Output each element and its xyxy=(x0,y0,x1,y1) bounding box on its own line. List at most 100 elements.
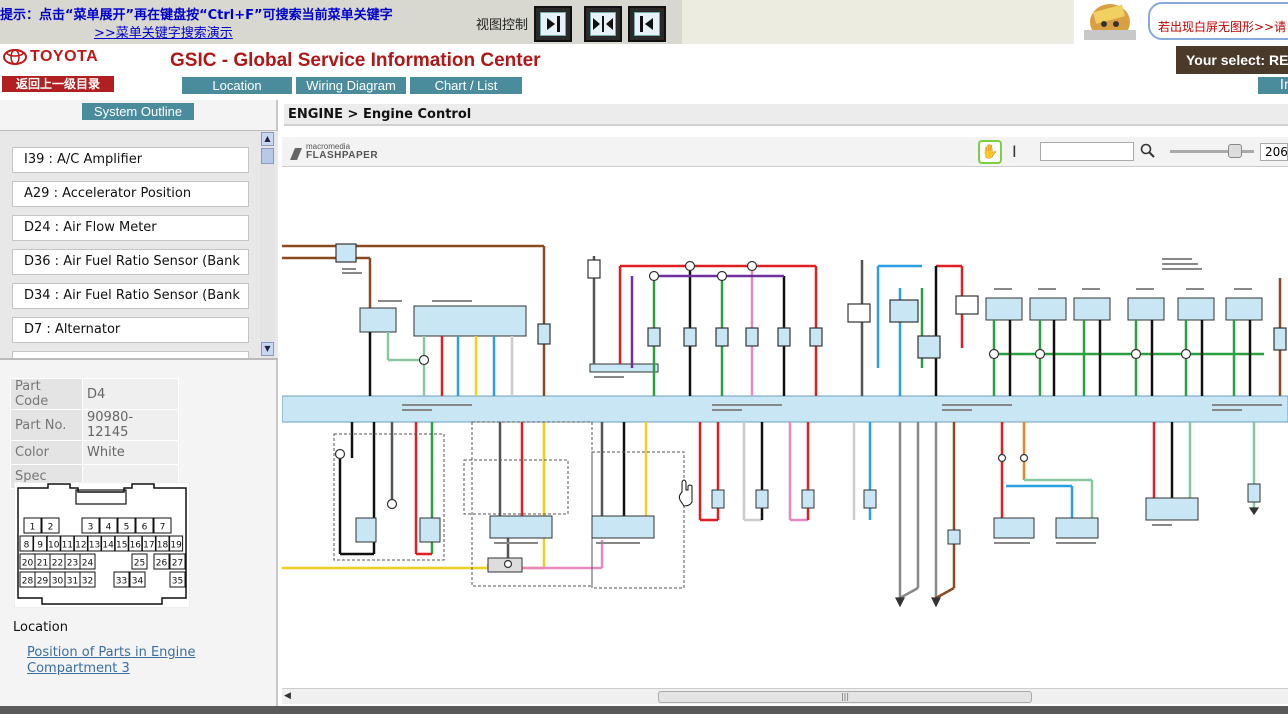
connector-pin-label: 28 xyxy=(22,577,34,587)
connector-pin xyxy=(81,517,100,534)
search-icon[interactable] xyxy=(1140,143,1156,159)
connector-pin-label: 1 xyxy=(30,523,36,533)
connector-pin xyxy=(114,535,129,552)
scroll-down-icon[interactable]: ▼ xyxy=(261,342,274,356)
connector-pin xyxy=(169,571,186,588)
flashpaper-brand: FLASHPAPER xyxy=(306,150,379,161)
connector-pin xyxy=(99,517,118,534)
tab-wiring-diagram[interactable]: Wiring Diagram xyxy=(296,77,406,94)
list-scrollbar[interactable]: ▲ ▼ xyxy=(260,132,275,358)
connector-pin-label: 33 xyxy=(116,577,127,587)
connector-pin xyxy=(153,517,172,534)
hand-cursor-icon xyxy=(678,479,693,507)
connector-pin-label: 13 xyxy=(89,541,100,551)
scroll-up-icon[interactable]: ▲ xyxy=(261,132,274,146)
white-screen-help-link[interactable]: 若出现白屏无图形>>请 xyxy=(1158,20,1287,34)
connector-pin-label: 27 xyxy=(172,559,183,569)
connector-pin xyxy=(33,535,48,552)
connector-pin xyxy=(79,571,96,588)
part-no-value: 90980-12145 xyxy=(82,409,179,441)
connector-pin xyxy=(41,517,60,534)
connector-pin-label: 9 xyxy=(37,541,43,551)
color-value: White xyxy=(82,440,179,465)
connector-pin-label: 17 xyxy=(143,541,154,551)
connector-pin xyxy=(141,535,156,552)
part-code-value: D4 xyxy=(82,378,179,410)
lower-nodes xyxy=(334,448,1029,569)
status-bar xyxy=(0,706,1288,714)
connector-pin-label: 25 xyxy=(134,559,145,569)
list-item[interactable]: D7 : Alternator xyxy=(12,317,249,343)
connector-pin xyxy=(23,517,42,534)
connector-pin xyxy=(155,535,170,552)
tab-chart-list[interactable]: Chart / List xyxy=(410,77,522,94)
connector-pin-label: 3 xyxy=(88,523,94,533)
breadcrumb: ENGINE > Engine Control xyxy=(284,104,1288,126)
flashpaper-toolbar xyxy=(282,137,1288,167)
connector-pin-label: 10 xyxy=(48,541,60,551)
connector-pin-label: 7 xyxy=(160,523,166,533)
scrollbar-thumb[interactable]: ||| xyxy=(658,691,1032,703)
lower-components xyxy=(355,483,1261,573)
connector-pin xyxy=(129,571,146,588)
connector-pin-label: 4 xyxy=(106,523,112,533)
part-code-label: Part Code xyxy=(10,378,83,410)
list-item[interactable]: D24 : Air Flow Meter xyxy=(12,215,249,241)
expand-left-button[interactable] xyxy=(628,6,666,42)
connector-pin xyxy=(19,535,34,552)
tab-location[interactable]: Location xyxy=(182,77,292,94)
text-select-icon[interactable]: I xyxy=(1012,142,1017,161)
list-item[interactable]: D36 : Air Fuel Ratio Sensor (Bank xyxy=(12,249,249,275)
upper-circuit xyxy=(282,244,1282,396)
back-to-parent-button[interactable]: 返回上一级目录 xyxy=(2,76,114,92)
search-hint-text: 提示：点击“菜单展开”再在键盘按“Ctrl+F”可搜索当前菜单关键字 xyxy=(0,8,393,23)
search-input[interactable] xyxy=(1040,142,1134,161)
zoom-level-field[interactable]: 206% xyxy=(1260,143,1288,161)
zoom-slider-track[interactable] xyxy=(1170,150,1254,153)
arrows-inward-icon xyxy=(593,16,613,32)
system-outline-button[interactable]: System Outline xyxy=(82,103,194,120)
connector-list: I39 : A/C Amplifier A29 : Accelerator Po… xyxy=(0,130,278,360)
connector-pin-label: 5 xyxy=(124,523,130,533)
junction-connector-bus xyxy=(282,395,1288,423)
connector-pin-label: 12 xyxy=(75,541,86,551)
scroll-left-icon[interactable]: ◀ xyxy=(284,691,291,701)
tab-info[interactable]: In xyxy=(1258,77,1288,94)
location-link[interactable]: Position of Parts in Engine Compartment … xyxy=(27,645,196,676)
zoom-slider-handle[interactable] xyxy=(1228,144,1242,158)
hand-tool-icon[interactable]: ✋ xyxy=(978,140,1002,164)
flashpaper-icon xyxy=(290,148,302,160)
top-banner-area xyxy=(682,0,1074,44)
list-item[interactable] xyxy=(12,351,249,358)
list-item[interactable]: I39 : A/C Amplifier xyxy=(12,147,249,173)
connector-pin-label: 14 xyxy=(102,541,114,551)
expand-right-button[interactable] xyxy=(534,6,572,42)
connector-pin-label: 32 xyxy=(82,577,93,587)
mascot-icon xyxy=(1084,4,1136,40)
connector-pin-label: 34 xyxy=(132,577,144,587)
split-view-button[interactable] xyxy=(584,6,622,42)
scrollbar-thumb[interactable] xyxy=(261,148,274,164)
part-no-label: Part No. xyxy=(10,409,83,441)
location-label: Location xyxy=(13,620,68,635)
lower-circuit xyxy=(282,422,1256,600)
list-item[interactable]: A29 : Accelerator Position xyxy=(12,181,249,207)
search-demo-link[interactable]: >>菜单关键字搜索演示 xyxy=(94,26,233,41)
wiring-diagram[interactable] xyxy=(282,168,1288,686)
connector-pin xyxy=(117,517,136,534)
list-item[interactable]: D34 : Air Fuel Ratio Sensor (Bank xyxy=(12,283,249,309)
connector-pin-label: 18 xyxy=(157,541,169,551)
connector-pin xyxy=(169,535,184,552)
toyota-logo-text: TOYOTA xyxy=(30,48,99,65)
connector-pin-label: 29 xyxy=(37,577,49,587)
connector-pin xyxy=(60,535,75,552)
arrow-right-bar-icon xyxy=(547,16,560,32)
connector-pin-label: 21 xyxy=(37,559,48,569)
connector-pin xyxy=(135,517,154,534)
diagram-horizontal-scrollbar[interactable]: ◀ ||| xyxy=(282,688,1288,704)
